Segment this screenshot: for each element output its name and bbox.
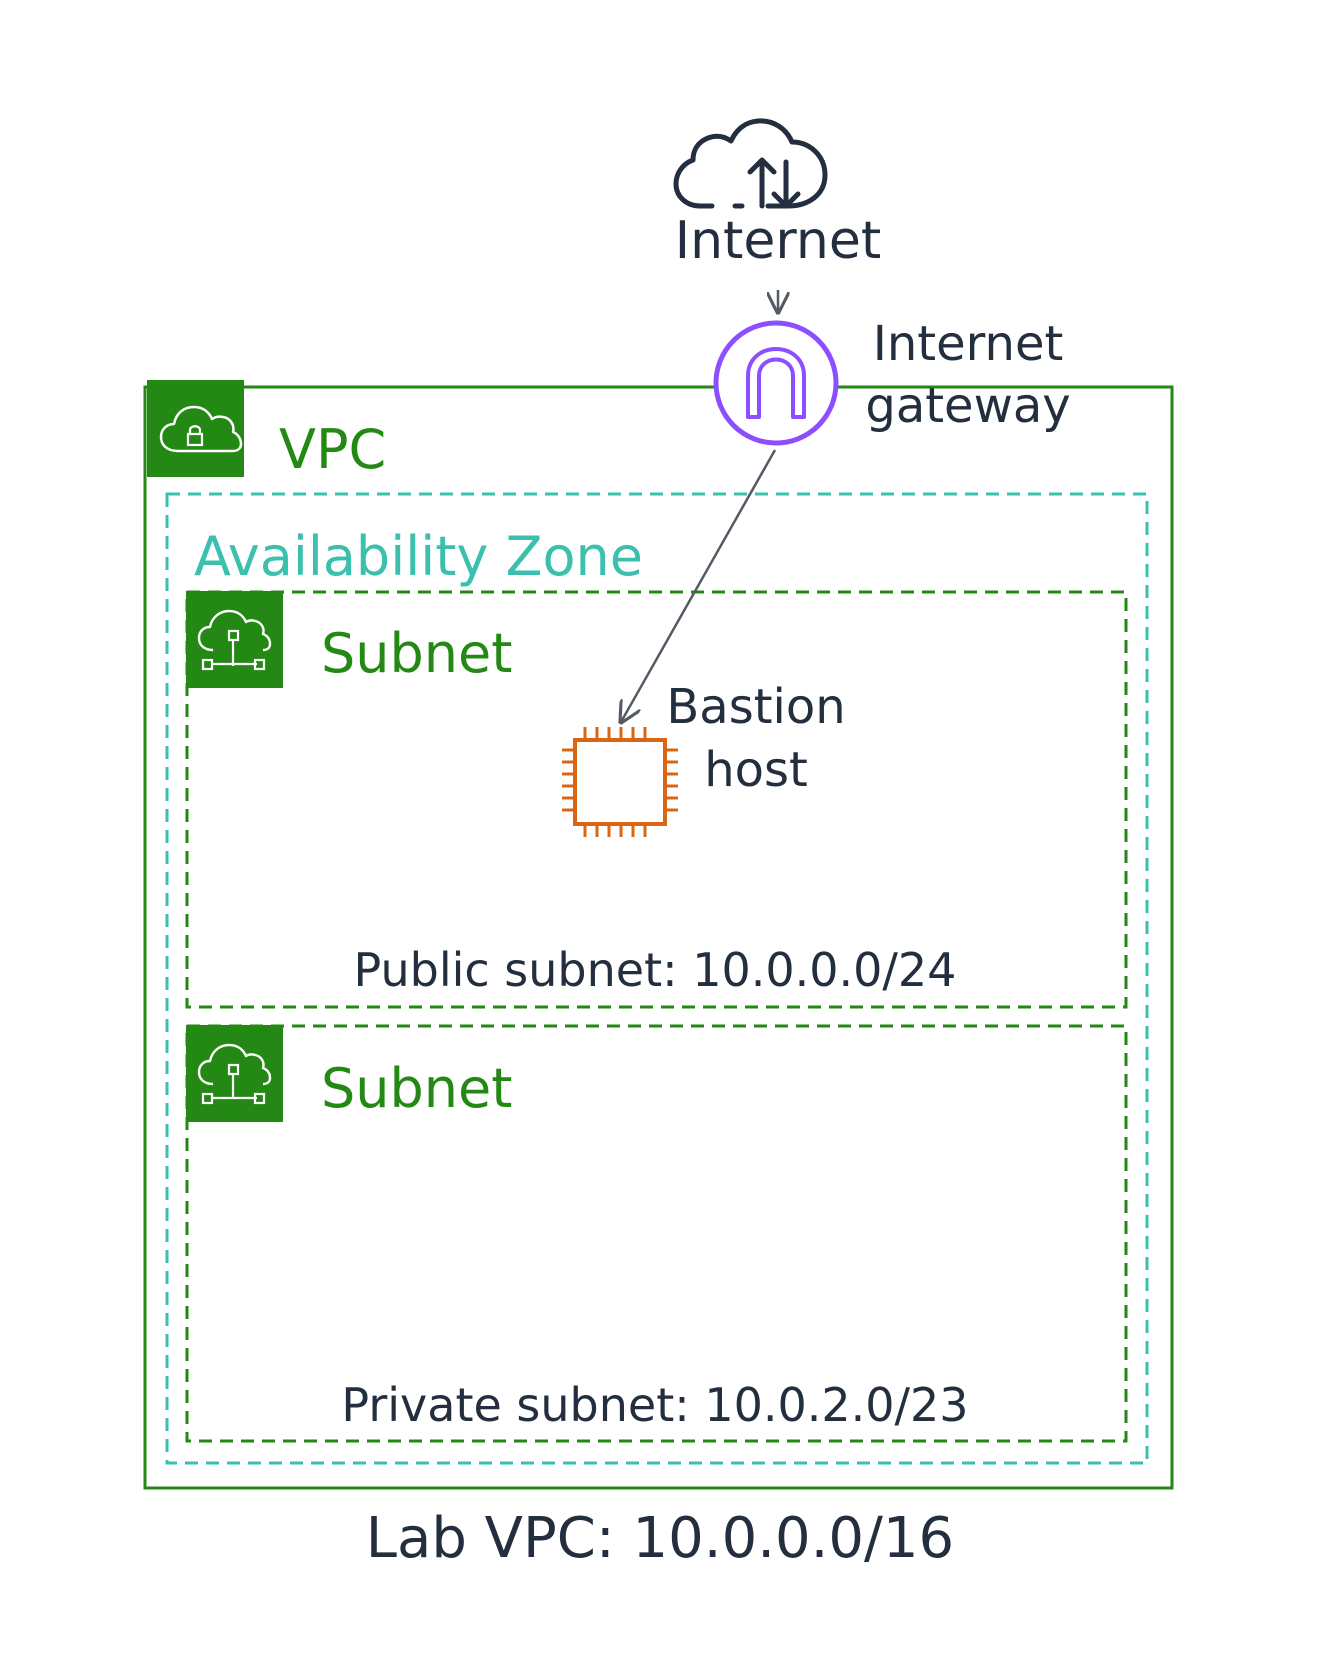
private-subnet-caption: Private subnet: 10.0.2.0/23 <box>341 1378 968 1432</box>
internet-gateway-icon <box>713 320 839 446</box>
bastion-host-label-line2: host <box>704 742 808 798</box>
private-subnet-icon <box>186 1025 283 1122</box>
internet-cloud-icon <box>673 118 828 209</box>
vpc-caption: Lab VPC: 10.0.0.0/16 <box>366 1506 954 1571</box>
bastion-host-label-line1: Bastion <box>666 679 845 735</box>
internet-label: Internet <box>675 211 881 271</box>
vpc-icon <box>147 380 244 477</box>
bastion-host-ec2-icon <box>562 727 678 837</box>
vpc-boundary <box>143 385 1174 1490</box>
gateway-to-bastion-arrow <box>621 449 777 722</box>
public-subnet-boundary <box>185 590 1128 1009</box>
private-subnet-label: Subnet <box>321 1057 512 1120</box>
internet-gateway-label-line2: gateway <box>865 378 1070 434</box>
private-subnet-boundary <box>185 1024 1128 1443</box>
vpc-label: VPC <box>279 418 386 481</box>
public-subnet-label: Subnet <box>321 622 512 685</box>
public-subnet-icon <box>186 591 283 688</box>
availability-zone-boundary <box>165 492 1149 1465</box>
internet-gateway-label-line1: Internet <box>873 316 1064 372</box>
availability-zone-label: Availability Zone <box>194 525 643 588</box>
public-subnet-caption: Public subnet: 10.0.0.0/24 <box>354 943 957 997</box>
